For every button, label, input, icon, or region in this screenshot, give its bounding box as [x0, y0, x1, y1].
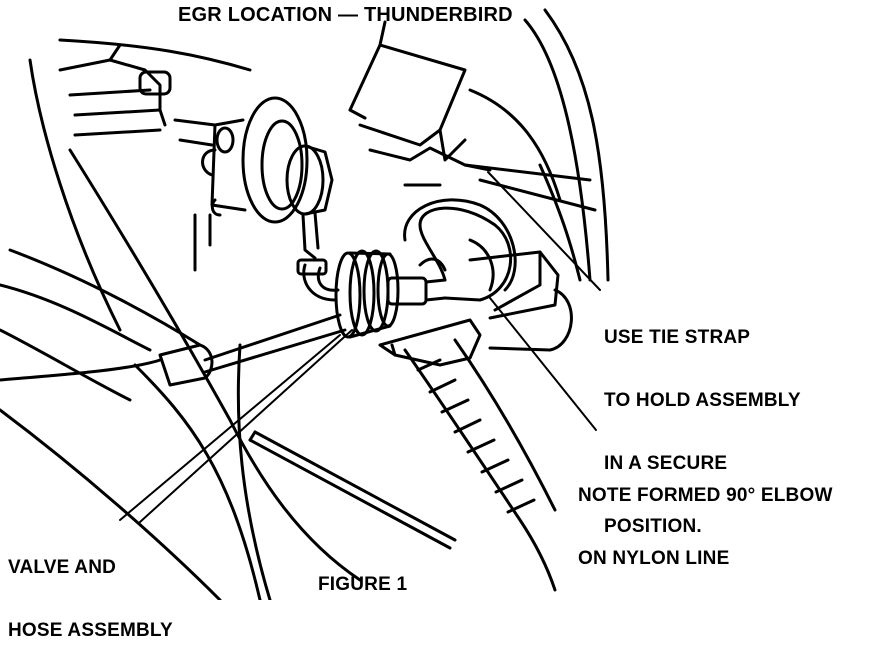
vacuum-hose: [298, 260, 338, 300]
elbow-line-1: NOTE FORMED 90° ELBOW: [578, 485, 833, 506]
valve-line-2: HOSE ASSEMBLY: [8, 620, 173, 641]
tie-strap-callout: USE TIE STRAP TO HOLD ASSEMBLY IN A SECU…: [604, 285, 801, 558]
elbow-callout: NOTE FORMED 90° ELBOW ON NYLON LINE: [578, 443, 833, 590]
cable-rod: [0, 315, 455, 548]
corrugated-hose: [405, 340, 555, 590]
nylon-line-elbow: [405, 200, 516, 300]
valve-callout: VALVE AND HOSE ASSEMBLY: [8, 515, 173, 662]
tie-strap-line-4: POSITION.: [604, 516, 702, 537]
fender-contours: [470, 10, 608, 280]
tie-strap-line-3: IN A SECURE: [604, 453, 728, 474]
valve-line-1: VALVE AND: [8, 557, 117, 578]
elbow-line-2: ON NYLON LINE: [578, 548, 730, 569]
tie-strap-line-1: USE TIE STRAP: [604, 327, 751, 348]
valve-hose-assembly: [336, 251, 445, 337]
leader-lines: [120, 172, 600, 522]
engine-bay-contours: [0, 40, 360, 600]
plenum-bracket: [60, 45, 170, 135]
figure-caption: FIGURE 1: [318, 574, 408, 595]
egr-line-drawing: [0, 0, 880, 600]
tie-strap-line-2: TO HOLD ASSEMBLY: [604, 390, 801, 411]
egr-valve: [175, 98, 332, 270]
diagram-title: EGR LOCATION — THUNDERBIRD: [178, 4, 513, 26]
mounting-bracket: [380, 252, 571, 365]
